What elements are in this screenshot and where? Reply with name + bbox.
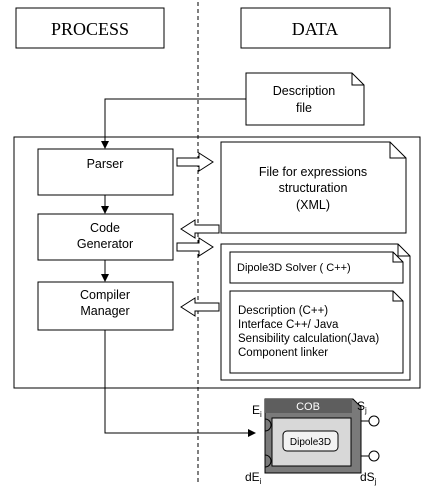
compiler-manager-line-2: Manager [80, 304, 129, 318]
process-header: PROCESS [15, 7, 165, 49]
code-to-compiler-block-arrow [180, 297, 220, 317]
parser-label: Parser [87, 157, 124, 171]
code-generator-box: Code Generator [37, 213, 174, 261]
dipole3d-box [282, 430, 339, 452]
de-input-port [264, 454, 272, 468]
ds-output-port [368, 450, 380, 462]
outputs-doc: Description (C++) Interface C++/ Java Se… [229, 290, 404, 374]
description-file-line-2: file [296, 101, 312, 115]
code-generator-line-2: Generator [77, 237, 133, 251]
compiler-manager-line-1: Compiler [80, 288, 130, 302]
xml-file-doc: File for expressions structuration (XML) [220, 141, 407, 234]
de-input-label: dEi [245, 470, 262, 486]
workflow-frame [13, 136, 421, 389]
xml-doc-line-2: structuration [279, 181, 348, 195]
e-input-label: Ei [252, 403, 262, 419]
parser-to-xml-block-arrow [176, 152, 214, 172]
generated-code-doc: Dipole3D Solver ( C++) Description (C++)… [220, 243, 411, 381]
solver-doc: Dipole3D Solver ( C++) [229, 251, 404, 284]
s-output-port [368, 415, 380, 427]
description-file-doc: Description file [245, 72, 365, 126]
process-header-label: PROCESS [51, 19, 129, 39]
s-output-label: Sj [357, 399, 367, 415]
data-header: DATA [240, 7, 391, 49]
description-to-parser-arrow [101, 98, 246, 149]
code-generator-line-1: Code [90, 221, 120, 235]
generator-to-code-block-arrow [176, 237, 214, 257]
xml-doc-line-1: File for expressions [259, 165, 367, 179]
ds-output-label: dSj [360, 470, 377, 486]
cob-component: COB Dipole3D Ei Sj dEi dSj [245, 398, 380, 486]
e-input-port [264, 418, 272, 432]
output-line-2: Interface C++/ Java [238, 319, 339, 331]
dipole3d-label: Dipole3D [290, 437, 331, 448]
output-line-1: Description (C++) [238, 305, 328, 317]
output-line-3: Sensibility calculation(Java) [238, 333, 379, 345]
output-line-4: Component linker [238, 347, 328, 359]
cob-title-bar [265, 399, 352, 413]
compiler-to-cob-arrow [104, 330, 256, 437]
solver-label: Dipole3D Solver ( C++) [237, 262, 351, 274]
parser-box: Parser [37, 148, 174, 196]
data-header-label: DATA [292, 19, 339, 39]
xml-doc-line-3: (XML) [296, 198, 330, 212]
cob-title: COB [296, 401, 320, 413]
compiler-manager-box: Compiler Manager [37, 281, 174, 331]
xml-to-generator-block-arrow [180, 219, 220, 239]
description-file-line-1: Description [273, 84, 336, 98]
